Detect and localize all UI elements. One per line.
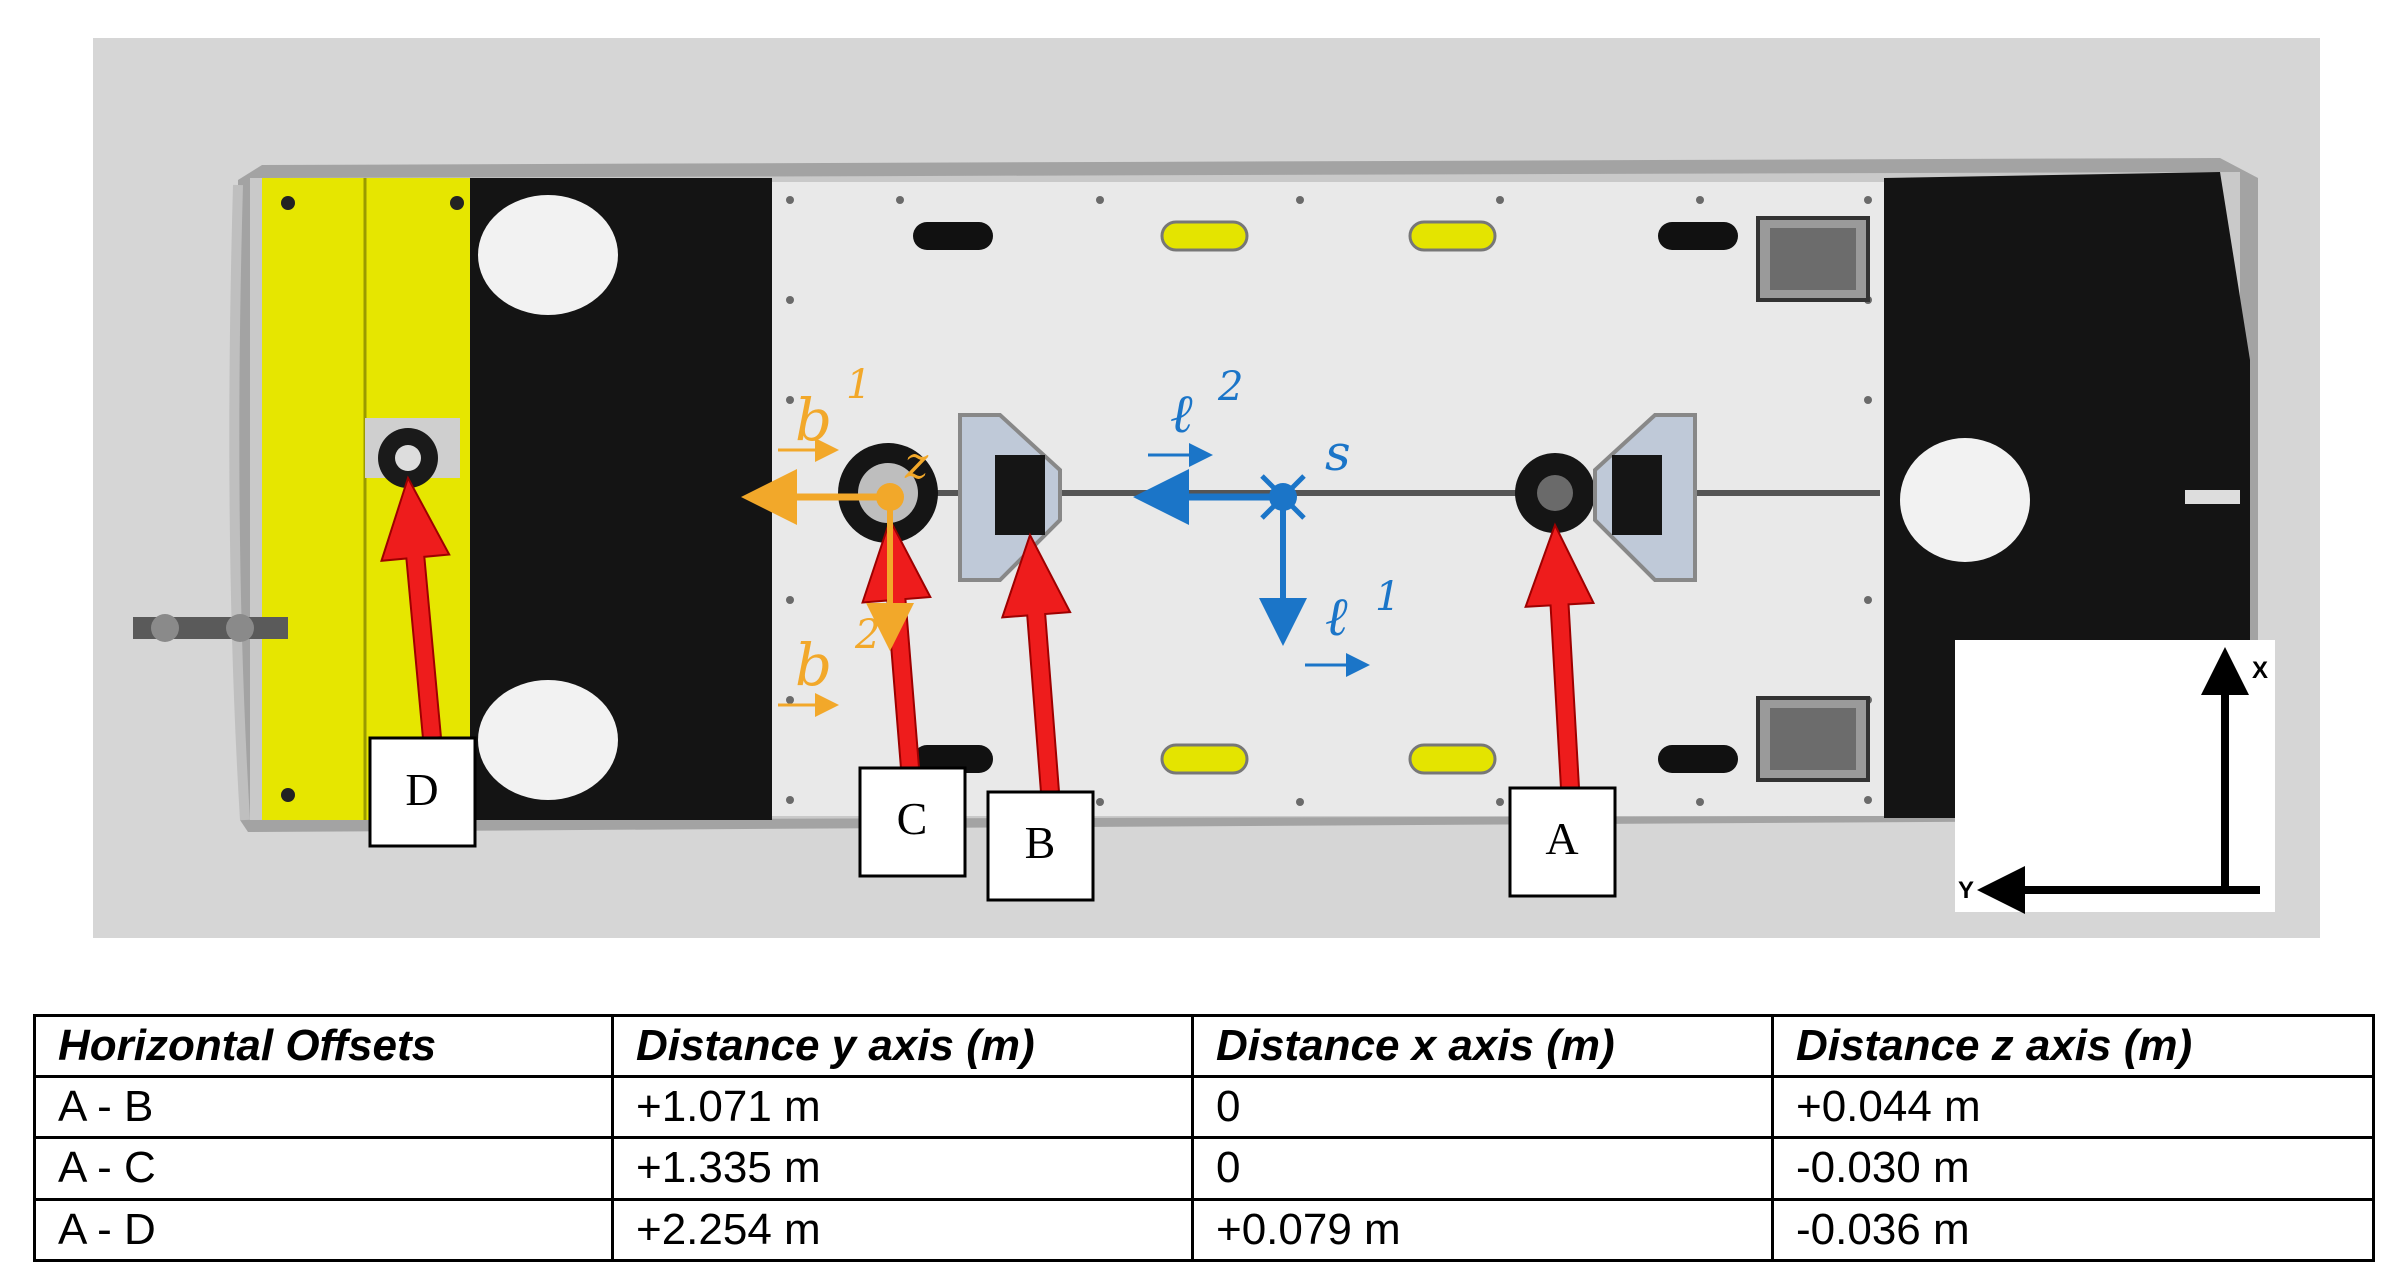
header-horizontal-offsets: Horizontal Offsets [33,1014,614,1078]
table-cell: A - D [33,1197,614,1263]
l2-superscript: 2 [1217,364,1243,410]
upper-hatch-icon [478,195,618,315]
point-label-a-text: A [1545,813,1578,864]
vessel-diagram: b 1 b 2 z s ℓ 2 ℓ 1 D C B A [93,38,2320,938]
table-cell: A - B [33,1074,614,1140]
table-cell: +0.079 m [1191,1197,1774,1263]
table-cell: A - C [33,1136,614,1201]
point-label-a: A [1508,786,1617,898]
l-frame-origin-icon [1269,483,1297,511]
b-frame: b 1 b 2 z [741,362,929,717]
deck [772,182,1884,816]
axes-inset: X Y [1955,640,2275,914]
table-cell: +1.071 m [611,1074,1194,1140]
b2-vector-label: b [795,631,832,699]
point-label-d: D [368,736,477,848]
point-label-b-text: B [1025,817,1056,868]
header-distance-z: Distance z axis (m) [1771,1014,2375,1078]
b-frame-origin-icon [876,483,904,511]
l2-vector-label: ℓ [1170,382,1193,445]
l1-vector-label: ℓ [1325,585,1348,648]
red-arrow-a [1524,522,1596,790]
table-header-row: Horizontal Offsets Distance y axis (m) D… [33,1014,2375,1078]
table-row: A - C +1.335 m 0 -0.030 m [33,1136,2375,1201]
b1-superscript: 1 [846,362,871,408]
l-frame: s ℓ 2 ℓ 1 [1133,364,1400,677]
table-cell: 0 [1191,1074,1774,1140]
lower-hatch-icon [478,680,618,800]
point-label-c: C [858,766,967,878]
table-cell: -0.030 m [1771,1136,2375,1201]
header-distance-y: Distance y axis (m) [611,1014,1194,1078]
z-axis-label: z [904,438,929,489]
offsets-table: Horizontal Offsets Distance y axis (m) D… [33,1014,2375,1263]
table-cell: 0 [1191,1136,1774,1201]
header-distance-x: Distance x axis (m) [1191,1014,1774,1078]
b2-superscript: 2 [854,612,880,658]
table-cell: +0.044 m [1771,1074,2375,1140]
red-arrow-d [380,475,451,740]
red-arrow-b [1000,532,1072,794]
point-label-c-text: C [897,793,928,844]
y-axis-label: Y [1958,877,1974,904]
l1-superscript: 1 [1375,574,1400,620]
point-label-b: B [986,790,1095,902]
b1-vector-label: b [795,386,832,454]
table-row: A - D +2.254 m +0.079 m -0.036 m [33,1197,2375,1263]
table-cell: +2.254 m [611,1197,1194,1263]
s-origin-label: s [1325,424,1351,482]
x-axis-label: X [2252,657,2268,684]
point-label-d-text: D [405,764,438,815]
table-row: A - B +1.071 m 0 +0.044 m [33,1074,2375,1140]
table-cell: -0.036 m [1771,1197,2375,1263]
table-cell: +1.335 m [611,1136,1194,1201]
